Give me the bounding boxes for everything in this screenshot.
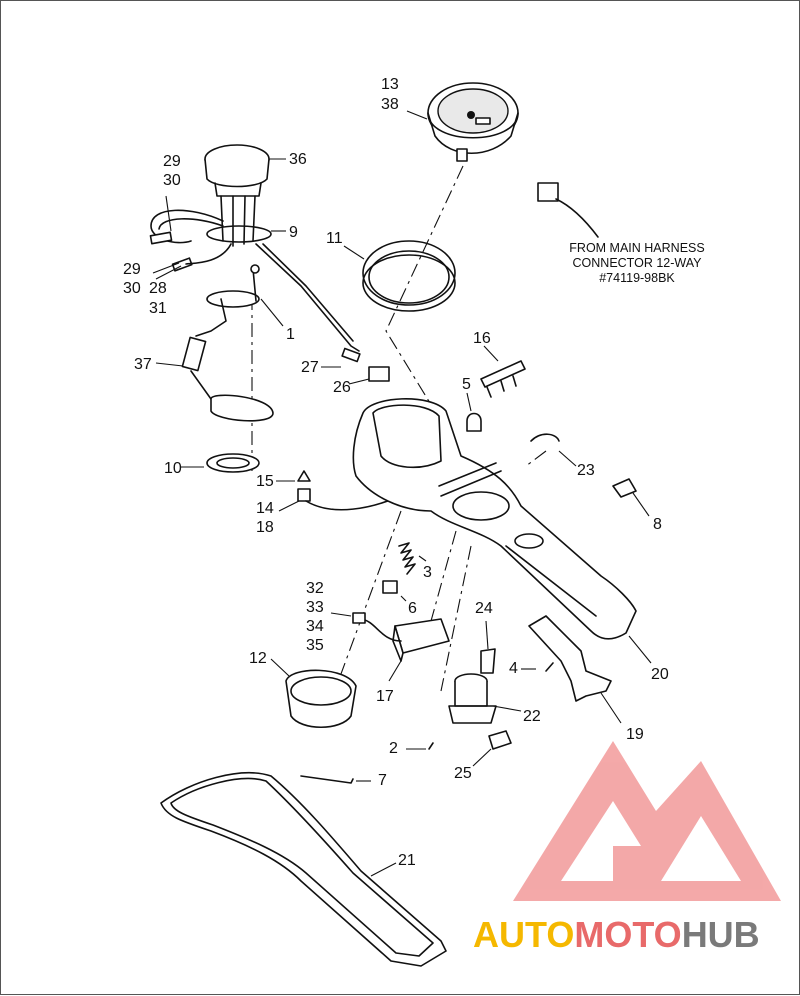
sender-plate <box>181 264 274 422</box>
watermark-moto: MOTO <box>574 914 681 955</box>
callout-29-left: 29 <box>123 261 141 278</box>
callout-26: 26 <box>333 379 351 396</box>
speedometer <box>427 82 519 162</box>
mount-ring <box>206 453 260 473</box>
callout-22: 22 <box>523 708 541 725</box>
callout-10: 10 <box>164 460 182 477</box>
switch-block <box>352 612 450 662</box>
callout-3: 3 <box>423 564 432 581</box>
callout-23: 23 <box>577 462 595 479</box>
note-line-1: FROM MAIN HARNESS <box>569 241 704 255</box>
switch-6 <box>382 580 398 594</box>
screw-4 <box>545 662 554 672</box>
callout-24: 24 <box>475 600 493 617</box>
note-line-3: #74119-98BK <box>599 271 675 285</box>
bezel <box>285 669 357 728</box>
harness-connector <box>537 182 599 238</box>
callout-11: 11 <box>326 230 343 247</box>
callout-4: 4 <box>509 660 518 677</box>
callout-8: 8 <box>653 516 662 533</box>
clip-8 <box>612 478 637 498</box>
callout-18: 18 <box>256 519 274 536</box>
callout-35: 35 <box>306 637 324 654</box>
console <box>352 398 637 640</box>
callout-21: 21 <box>398 852 416 869</box>
callout-7: 7 <box>378 772 387 789</box>
wire-end <box>341 347 361 363</box>
callout-34: 34 <box>306 618 324 635</box>
callout-30-top: 30 <box>163 172 181 189</box>
key-24 <box>480 648 496 674</box>
callout-27: 27 <box>301 359 319 376</box>
callout-31: 31 <box>149 300 167 317</box>
screw-2 <box>428 742 434 750</box>
callout-29-top: 29 <box>163 153 181 170</box>
callout-36: 36 <box>289 151 307 168</box>
cover-25 <box>488 730 512 750</box>
callout-19: 19 <box>626 726 644 743</box>
callout-32: 32 <box>306 580 324 597</box>
gasket-ring <box>362 240 456 312</box>
bulb <box>466 412 482 432</box>
callout-12: 12 <box>249 650 267 667</box>
callout-38: 38 <box>381 96 399 113</box>
fuel-gauge <box>204 144 272 247</box>
watermark-auto: AUTO <box>473 914 574 955</box>
clip-23 <box>530 433 560 442</box>
note-line-2: CONNECTOR 12-WAY <box>573 256 703 270</box>
callout-37: 37 <box>134 356 152 373</box>
strap <box>300 775 354 784</box>
callout-6: 6 <box>408 600 417 617</box>
spring <box>398 542 416 575</box>
ignition-switch <box>448 673 497 724</box>
callout-14: 14 <box>256 500 274 517</box>
callout-5: 5 <box>462 376 471 393</box>
callout-16: 16 <box>473 330 491 347</box>
callout-17: 17 <box>376 688 394 705</box>
callout-33: 33 <box>306 599 324 616</box>
callout-30-left: 30 <box>123 280 141 297</box>
watermark-logo <box>513 741 781 901</box>
callout-25: 25 <box>454 765 472 782</box>
callout-15: 15 <box>256 473 274 490</box>
watermark-hub: HUB <box>682 914 760 955</box>
nut <box>297 470 311 482</box>
callout-9: 9 <box>289 224 298 241</box>
callout-20: 20 <box>651 666 669 683</box>
callout-2: 2 <box>389 740 398 757</box>
watermark-text: AUTOMOTOHUB <box>473 914 760 955</box>
callout-1: 1 <box>286 326 295 343</box>
connector-26 <box>368 366 390 382</box>
console-gasket <box>160 772 447 967</box>
bracket-19 <box>528 615 612 702</box>
indicator-bracket <box>480 360 526 398</box>
callout-13: 13 <box>381 76 399 93</box>
callout-28: 28 <box>149 280 167 297</box>
